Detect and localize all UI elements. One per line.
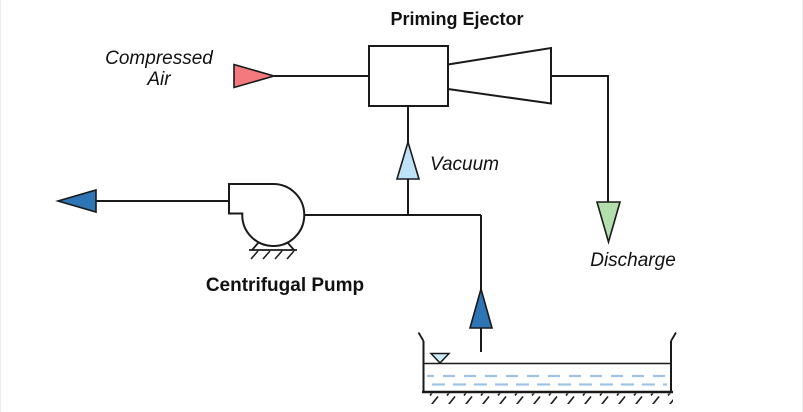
pump-body xyxy=(228,182,306,247)
suction-flow-arrow-icon xyxy=(468,286,494,329)
compressed-air-label-line1: Compressed xyxy=(105,48,214,69)
ejector-diffuser xyxy=(447,46,552,105)
pump-discharge-arrow-icon xyxy=(55,188,97,214)
compressed-air-label-line2: Air xyxy=(146,69,171,90)
tank-right-wall-tick xyxy=(670,332,677,342)
discharge-label: Discharge xyxy=(590,250,676,271)
centrifugal-pump-label: Centrifugal Pump xyxy=(206,275,364,296)
discharge-arrow-icon xyxy=(595,201,622,245)
pump-foot-left xyxy=(251,241,260,251)
compressed-air-arrow-icon xyxy=(233,63,277,89)
pump-base xyxy=(249,241,297,260)
water-level-icon xyxy=(429,352,451,365)
tank-left-wall-tick xyxy=(417,332,425,342)
title-priming-ejector: Priming Ejector xyxy=(390,9,523,29)
water-fill-dashes xyxy=(427,369,667,391)
ground-hatching xyxy=(422,393,673,404)
ejector-body xyxy=(368,45,449,107)
pump-foot-right xyxy=(286,241,295,251)
vacuum-arrow-icon xyxy=(395,139,421,180)
vacuum-label: Vacuum xyxy=(430,154,499,175)
water-tank xyxy=(417,332,677,404)
discharge-pipe xyxy=(551,75,609,202)
pump-base-hatching xyxy=(250,250,295,260)
